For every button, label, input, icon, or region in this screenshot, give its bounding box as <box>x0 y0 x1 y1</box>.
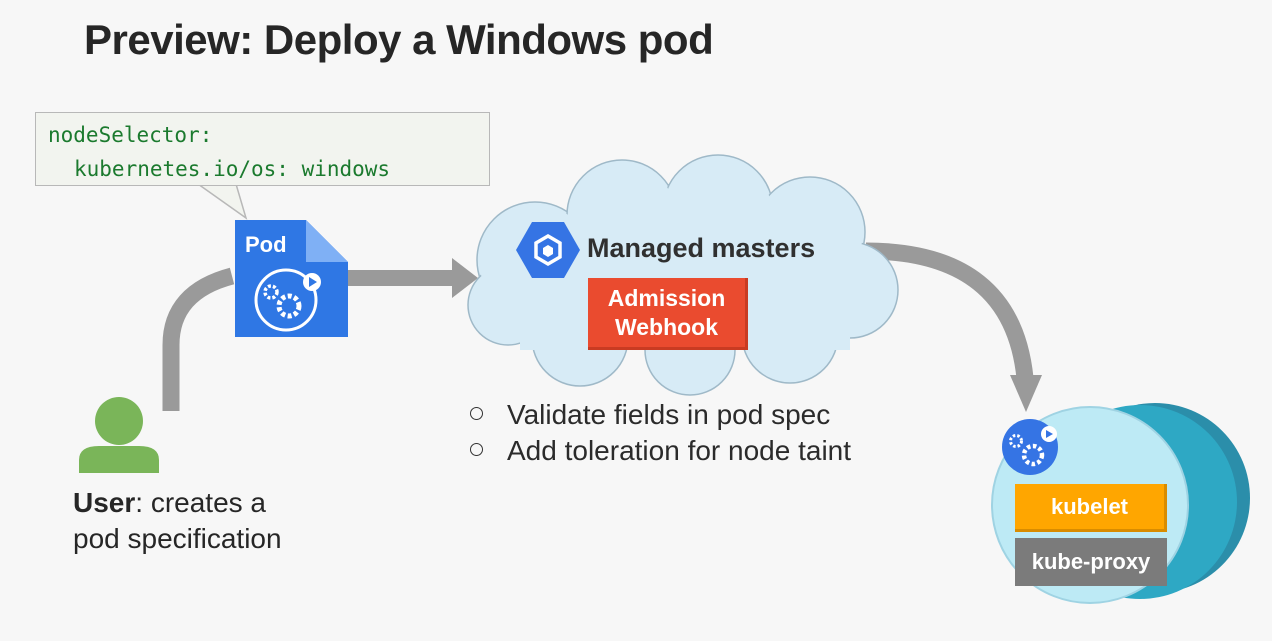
user-caption-rest1: : creates a <box>135 487 266 518</box>
bullet-circle-icon <box>470 443 483 457</box>
user-caption-rest2: pod specification <box>73 523 282 554</box>
admission-webhook-box: Admission Webhook <box>588 278 748 350</box>
arrow-pod-to-masters <box>348 258 478 298</box>
user-caption-bold: User <box>73 487 136 518</box>
bullet-text: Validate fields in pod spec <box>507 399 831 430</box>
pod-document-icon <box>235 220 348 337</box>
admission-webhook-line1: Admission <box>607 284 726 311</box>
user-caption: User: creates a pod specification <box>73 485 282 557</box>
pod-label: Pod <box>245 232 287 257</box>
arrow-user-to-pod <box>162 267 235 411</box>
bullet-validate-fields: Validate fields in pod spec <box>470 399 830 431</box>
bullet-circle-icon <box>470 407 483 421</box>
bullet-text: Add toleration for node taint <box>507 435 852 466</box>
kube-proxy-box: kube-proxy <box>1015 538 1167 586</box>
managed-masters-label: Managed masters <box>587 233 816 263</box>
bullet-add-toleration: Add toleration for node taint <box>470 435 851 467</box>
node-settings-icon <box>1002 419 1058 475</box>
kubernetes-engine-icon <box>516 222 580 278</box>
kubelet-box: kubelet <box>1015 484 1167 532</box>
node-selector-callout: nodeSelector: kubernetes.io/os: windows <box>35 112 490 186</box>
code-line-node-selector: nodeSelector: <box>48 123 213 147</box>
admission-webhook-line2: Webhook <box>614 313 719 340</box>
user-avatar-icon <box>79 397 159 473</box>
code-callout-tail <box>195 183 248 220</box>
code-line-os-windows: kubernetes.io/os: windows <box>74 157 391 181</box>
slide-title: Preview: Deploy a Windows pod <box>84 16 714 63</box>
arrow-masters-to-node <box>865 242 1042 412</box>
